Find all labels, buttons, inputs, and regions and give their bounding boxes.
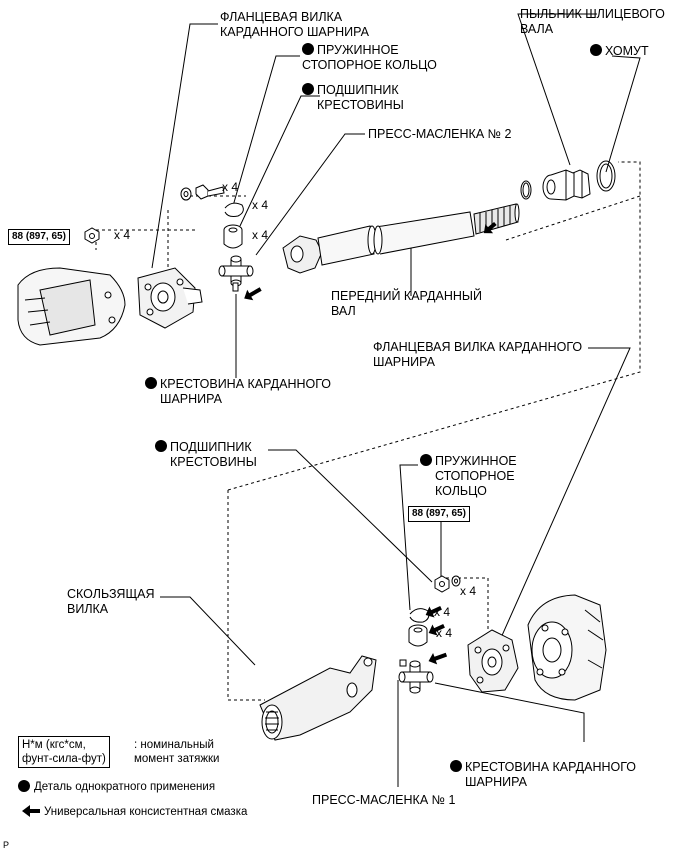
qty-nut-bottom: x 4	[460, 584, 477, 598]
grease-arrow-4	[428, 623, 445, 636]
slip-yoke	[259, 655, 377, 741]
label-bearing-bottom: ПОДШИПНИК КРЕСТОВИНЫ	[155, 440, 257, 470]
label-spider-top: КРЕСТОВИНА КАРДАННОГО ШАРНИРА	[145, 377, 331, 407]
one-time-use-icon	[155, 440, 167, 452]
qty-snap-ring-top: x 4	[252, 198, 269, 212]
label-flange-yoke-top: ФЛАНЦЕВАЯ ВИЛКА КАРДАННОГО ШАРНИРА	[220, 10, 369, 39]
spider-top	[218, 255, 254, 292]
grease-arrow-2	[483, 221, 497, 234]
qty-snap-ring-bottom: x 4	[434, 605, 451, 619]
label-spline-boot: ПЫЛЬНИК ШЛИЦЕВОГО ВАЛА	[520, 7, 665, 36]
legend-arrow-shape	[22, 805, 40, 817]
grease-arrow-1	[244, 287, 262, 301]
torque-spec-bottom: 88 (897, 65)	[408, 506, 470, 522]
qty-bolt: x 4	[222, 180, 239, 194]
legend-one-time: Деталь однократного применения	[18, 780, 215, 794]
qty-bearing-top: x 4	[252, 228, 269, 242]
clamp	[596, 160, 616, 192]
legend-torque-desc: : номинальный момент затяжки	[134, 739, 220, 765]
one-time-use-icon	[302, 43, 314, 55]
label-clamp: ХОМУТ	[590, 44, 649, 59]
torque-spec-top: 88 (897, 65)	[8, 229, 70, 245]
flange-yoke-bottom	[467, 629, 519, 693]
grease-arrow-5	[428, 652, 448, 665]
label-flange-yoke-bottom: ФЛАНЦЕВАЯ ВИЛКА КАРДАННОГО ШАРНИРА	[373, 340, 583, 369]
flange-yoke-top	[137, 267, 203, 329]
label-snap-ring-bottom: ПРУЖИННОЕ СТОПОРНОЕ КОЛЬЦО	[420, 454, 517, 499]
legend-grease: Универсальная консистентная смазка	[44, 806, 248, 818]
legend-torque-units: Н*м (кгс*см, фунт-сила-фут)	[18, 736, 110, 768]
label-front-propeller-shaft: ПЕРЕДНИЙ КАРДАННЫЙ ВАЛ	[331, 289, 482, 318]
qty-nut-top: x 4	[114, 228, 131, 242]
one-time-use-icon	[420, 454, 432, 466]
label-grease-fitting-2: ПРЕСС-МАСЛЕНКА № 2	[368, 127, 512, 141]
spider-bottom	[398, 659, 434, 694]
one-time-use-icon	[302, 83, 314, 95]
one-time-use-icon	[145, 377, 157, 389]
figure-ref: P	[3, 840, 10, 850]
label-slip-yoke: СКОЛЬЗЯЩАЯ ВИЛКА	[67, 587, 155, 616]
qty-bearing-bottom: x 4	[436, 626, 453, 640]
label-snap-ring-top: ПРУЖИННОЕ СТОПОРНОЕ КОЛЬЦО	[302, 43, 437, 72]
label-bearing-top: ПОДШИПНИК КРЕСТОВИНЫ	[302, 83, 404, 113]
label-spider-bottom: КРЕСТОВИНА КАРДАННОГО ШАРНИРА	[450, 760, 636, 790]
one-time-use-icon	[450, 760, 462, 772]
one-time-use-icon	[590, 44, 602, 56]
one-time-use-icon	[18, 780, 30, 792]
label-grease-fitting-1: ПРЕСС-МАСЛЕНКА № 1	[312, 793, 456, 807]
front-propeller-shaft	[282, 203, 520, 274]
grease-arrow-3	[425, 605, 442, 618]
spline-boot	[542, 169, 591, 201]
